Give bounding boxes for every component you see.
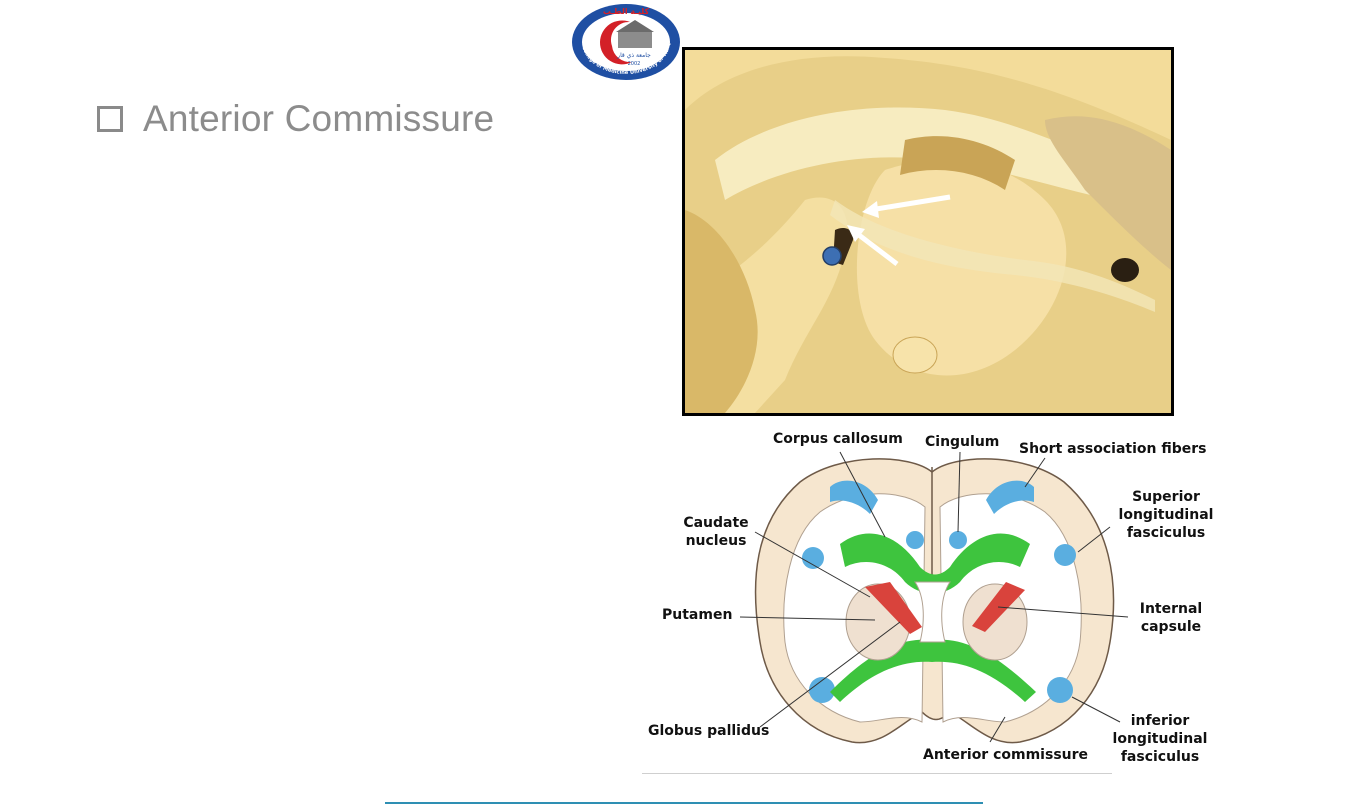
label-inferior-line-3: fasciculus: [1120, 749, 1200, 765]
label-cingulum: Cingulum: [925, 434, 1000, 450]
brain-dissection-photo: [682, 47, 1174, 416]
label-internal-line-1: Internal: [1139, 601, 1203, 617]
bullet-item: Anterior Commissure: [97, 98, 494, 140]
label-putamen: Putamen: [662, 607, 733, 623]
logo-center-text: جامعة ذي قار: [616, 52, 651, 59]
label-caudate-line-2: nucleus: [685, 533, 747, 549]
coronal-section-illustration: [739, 451, 1129, 744]
label-globus-pallidus: Globus pallidus: [648, 723, 770, 739]
diagram-baseline: [642, 773, 1112, 774]
label-superior-line-3: fasciculus: [1126, 525, 1206, 541]
checkbox-bullet-icon: [97, 106, 123, 132]
bullet-text: Anterior Commissure: [143, 98, 495, 139]
label-short-association-fibers: Short association fibers: [1019, 441, 1207, 457]
label-inferior-longitudinal-fasciculus: inferior longitudinal fasciculus: [1106, 712, 1214, 766]
label-corpus-callosum: Corpus callosum: [773, 431, 903, 447]
label-caudate-nucleus: Caudate nucleus: [676, 514, 756, 550]
label-internal-capsule: Internal capsule: [1128, 600, 1214, 636]
brain-dissection-illustration: [685, 50, 1171, 413]
college-logo: كليـة الطـب جامعة ذي قار 2002 College of…: [570, 2, 680, 80]
logo-title-text: كليـة الطـب: [603, 7, 650, 16]
label-superior-line-2: longitudinal: [1118, 507, 1214, 523]
label-inferior-line-1: inferior: [1130, 713, 1190, 729]
label-caudate-line-1: Caudate: [683, 515, 749, 531]
label-internal-line-2: capsule: [1140, 619, 1202, 635]
label-superior-longitudinal-fasciculus: Superior longitudinal fasciculus: [1116, 488, 1216, 542]
footer-divider: [385, 802, 983, 804]
logo-year-text: 2002: [628, 61, 641, 67]
label-inferior-line-2: longitudinal: [1112, 731, 1208, 747]
coronal-section-diagram: Corpus callosum Cingulum Short associati…: [640, 422, 1215, 782]
label-anterior-commissure: Anterior commissure: [923, 747, 1089, 763]
label-superior-line-1: Superior: [1132, 489, 1200, 505]
